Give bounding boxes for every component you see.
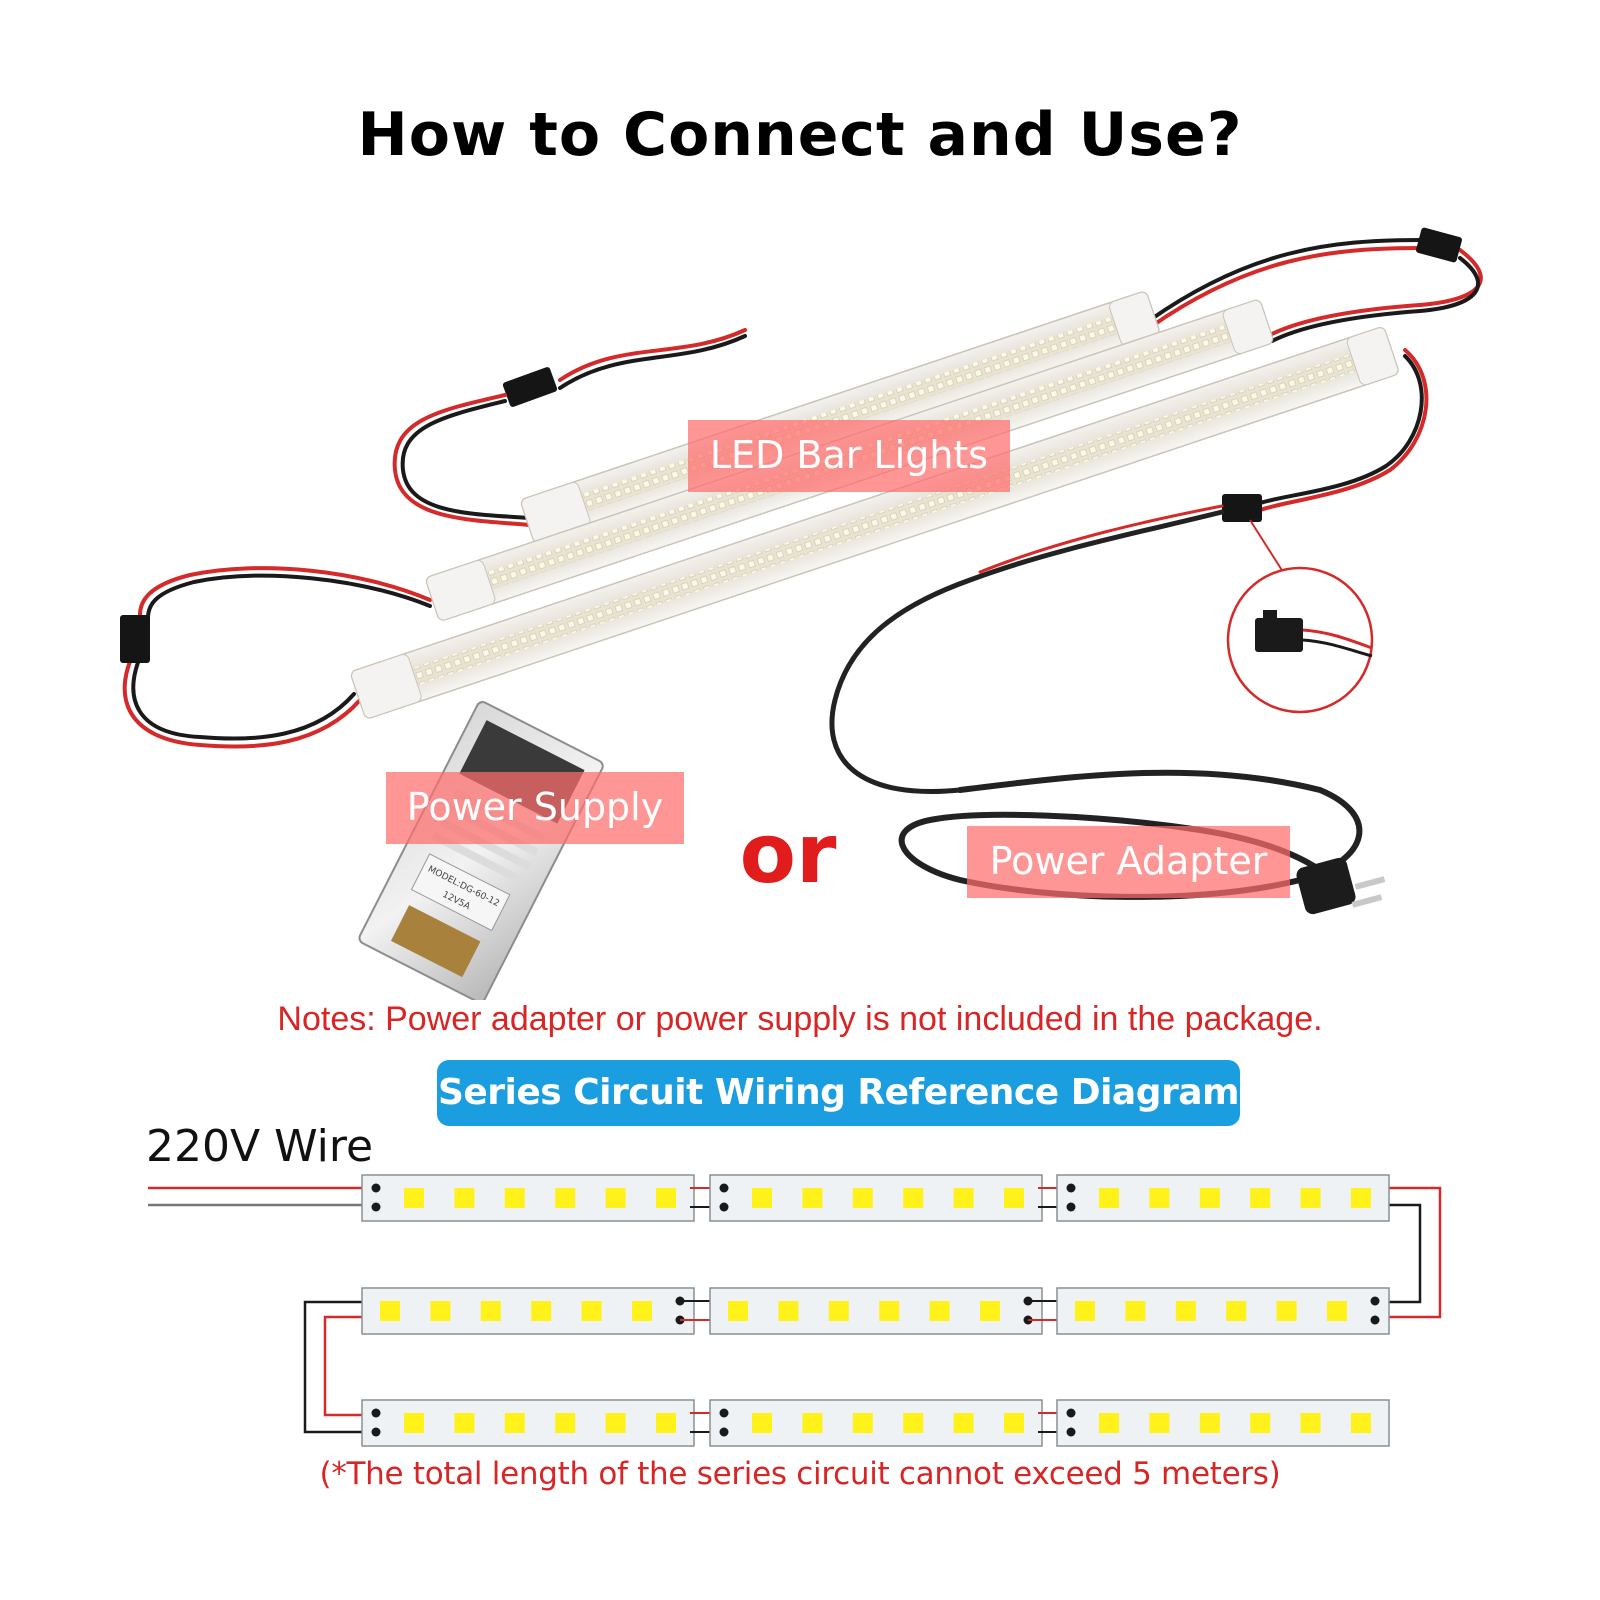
led-chip	[1351, 1413, 1371, 1433]
label-power-adapter: Power Adapter	[967, 826, 1290, 898]
led-chip	[1276, 1301, 1297, 1321]
led-strip-segment	[1056, 1287, 1390, 1335]
led-chip	[852, 1188, 873, 1208]
solder-pad	[1066, 1408, 1076, 1418]
led-chip	[555, 1413, 576, 1433]
led-chip	[1250, 1413, 1271, 1433]
input-wire	[558, 328, 747, 390]
led-chip	[1351, 1188, 1371, 1208]
led-chip	[656, 1188, 676, 1208]
led-chip	[480, 1301, 501, 1321]
diagram-wires	[148, 1186, 1442, 1434]
diagram-title-banner: Series Circuit Wiring Reference Diagram	[437, 1060, 1240, 1126]
led-chip	[828, 1301, 849, 1321]
solder-pad	[1370, 1315, 1380, 1325]
footnote-text: (*The total length of the series circuit…	[319, 1456, 1281, 1492]
led-strip-segment	[1056, 1399, 1390, 1447]
led-chip	[1199, 1188, 1220, 1208]
solder-pad	[719, 1427, 729, 1437]
led-chip	[1099, 1188, 1119, 1208]
or-text: or	[739, 807, 837, 902]
input-wire-label: 220V Wire	[146, 1121, 374, 1172]
led-chip	[879, 1301, 900, 1321]
led-chip	[1175, 1301, 1196, 1321]
led-chip	[605, 1413, 626, 1433]
led-chip	[802, 1188, 823, 1208]
led-chip	[1226, 1301, 1247, 1321]
solder-pad	[1066, 1183, 1076, 1193]
label-led-bar-lights: LED Bar Lights	[688, 420, 1010, 492]
led-chip	[1004, 1413, 1024, 1433]
led-strip-segment	[1056, 1174, 1390, 1222]
solder-pad	[371, 1427, 381, 1437]
led-chip	[1250, 1188, 1271, 1208]
led-chip	[531, 1301, 552, 1321]
led-chip	[504, 1413, 525, 1433]
solder-pad	[371, 1408, 381, 1418]
led-chip	[1300, 1413, 1321, 1433]
led-chip	[903, 1413, 924, 1433]
connector-icon	[120, 615, 150, 663]
page-title: How to Connect and Use?	[357, 100, 1243, 170]
led-strip-segment	[361, 1287, 695, 1335]
led-chip	[1149, 1188, 1170, 1208]
led-chip	[802, 1413, 823, 1433]
led-chip	[605, 1188, 626, 1208]
solder-pad	[1066, 1427, 1076, 1437]
led-chip	[404, 1413, 424, 1433]
label-power-supply: Power Supply	[386, 772, 684, 844]
led-bar-3	[350, 326, 1399, 719]
led-chip	[852, 1413, 873, 1433]
led-chip	[1075, 1301, 1095, 1321]
led-chip	[555, 1188, 576, 1208]
led-chip	[1327, 1301, 1347, 1321]
solder-pad	[1066, 1202, 1076, 1212]
connector-callout	[1226, 566, 1374, 714]
led-chip	[752, 1413, 772, 1433]
led-chip	[929, 1301, 950, 1321]
led-strip-segment	[709, 1287, 1043, 1335]
solder-pad	[719, 1408, 729, 1418]
led-chip	[953, 1413, 974, 1433]
led-chip	[1199, 1413, 1220, 1433]
solder-pad	[371, 1202, 381, 1212]
led-chip	[1004, 1188, 1024, 1208]
led-chip	[504, 1188, 525, 1208]
callout-line	[1249, 519, 1286, 576]
led-chip	[380, 1301, 400, 1321]
led-chip	[778, 1301, 799, 1321]
connector-icon	[1416, 227, 1462, 263]
plug-icon	[1296, 857, 1386, 915]
solder-pad	[719, 1202, 729, 1212]
led-chip	[903, 1188, 924, 1208]
solder-pad	[371, 1183, 381, 1193]
led-chip	[632, 1301, 652, 1321]
led-strip-segment	[361, 1174, 695, 1222]
connector-icon	[502, 367, 558, 407]
led-chip	[1099, 1413, 1119, 1433]
led-strip-segment	[361, 1399, 695, 1447]
led-strip-segment	[709, 1174, 1043, 1222]
led-chip	[656, 1413, 676, 1433]
led-chip	[1149, 1413, 1170, 1433]
connector-icon	[1222, 494, 1262, 522]
led-chip	[980, 1301, 1000, 1321]
led-chip	[953, 1188, 974, 1208]
led-chip	[752, 1188, 772, 1208]
solder-pad	[1370, 1296, 1380, 1306]
solder-pad	[719, 1183, 729, 1193]
notes-text: Notes: Power adapter or power supply is …	[277, 1000, 1323, 1038]
led-chip	[1125, 1301, 1146, 1321]
led-chip	[581, 1301, 602, 1321]
led-strip-segment	[709, 1399, 1043, 1447]
led-chip	[430, 1301, 451, 1321]
led-chip	[728, 1301, 748, 1321]
led-chip	[454, 1188, 475, 1208]
led-chip	[454, 1413, 475, 1433]
led-chip	[404, 1188, 424, 1208]
led-chip	[1300, 1188, 1321, 1208]
